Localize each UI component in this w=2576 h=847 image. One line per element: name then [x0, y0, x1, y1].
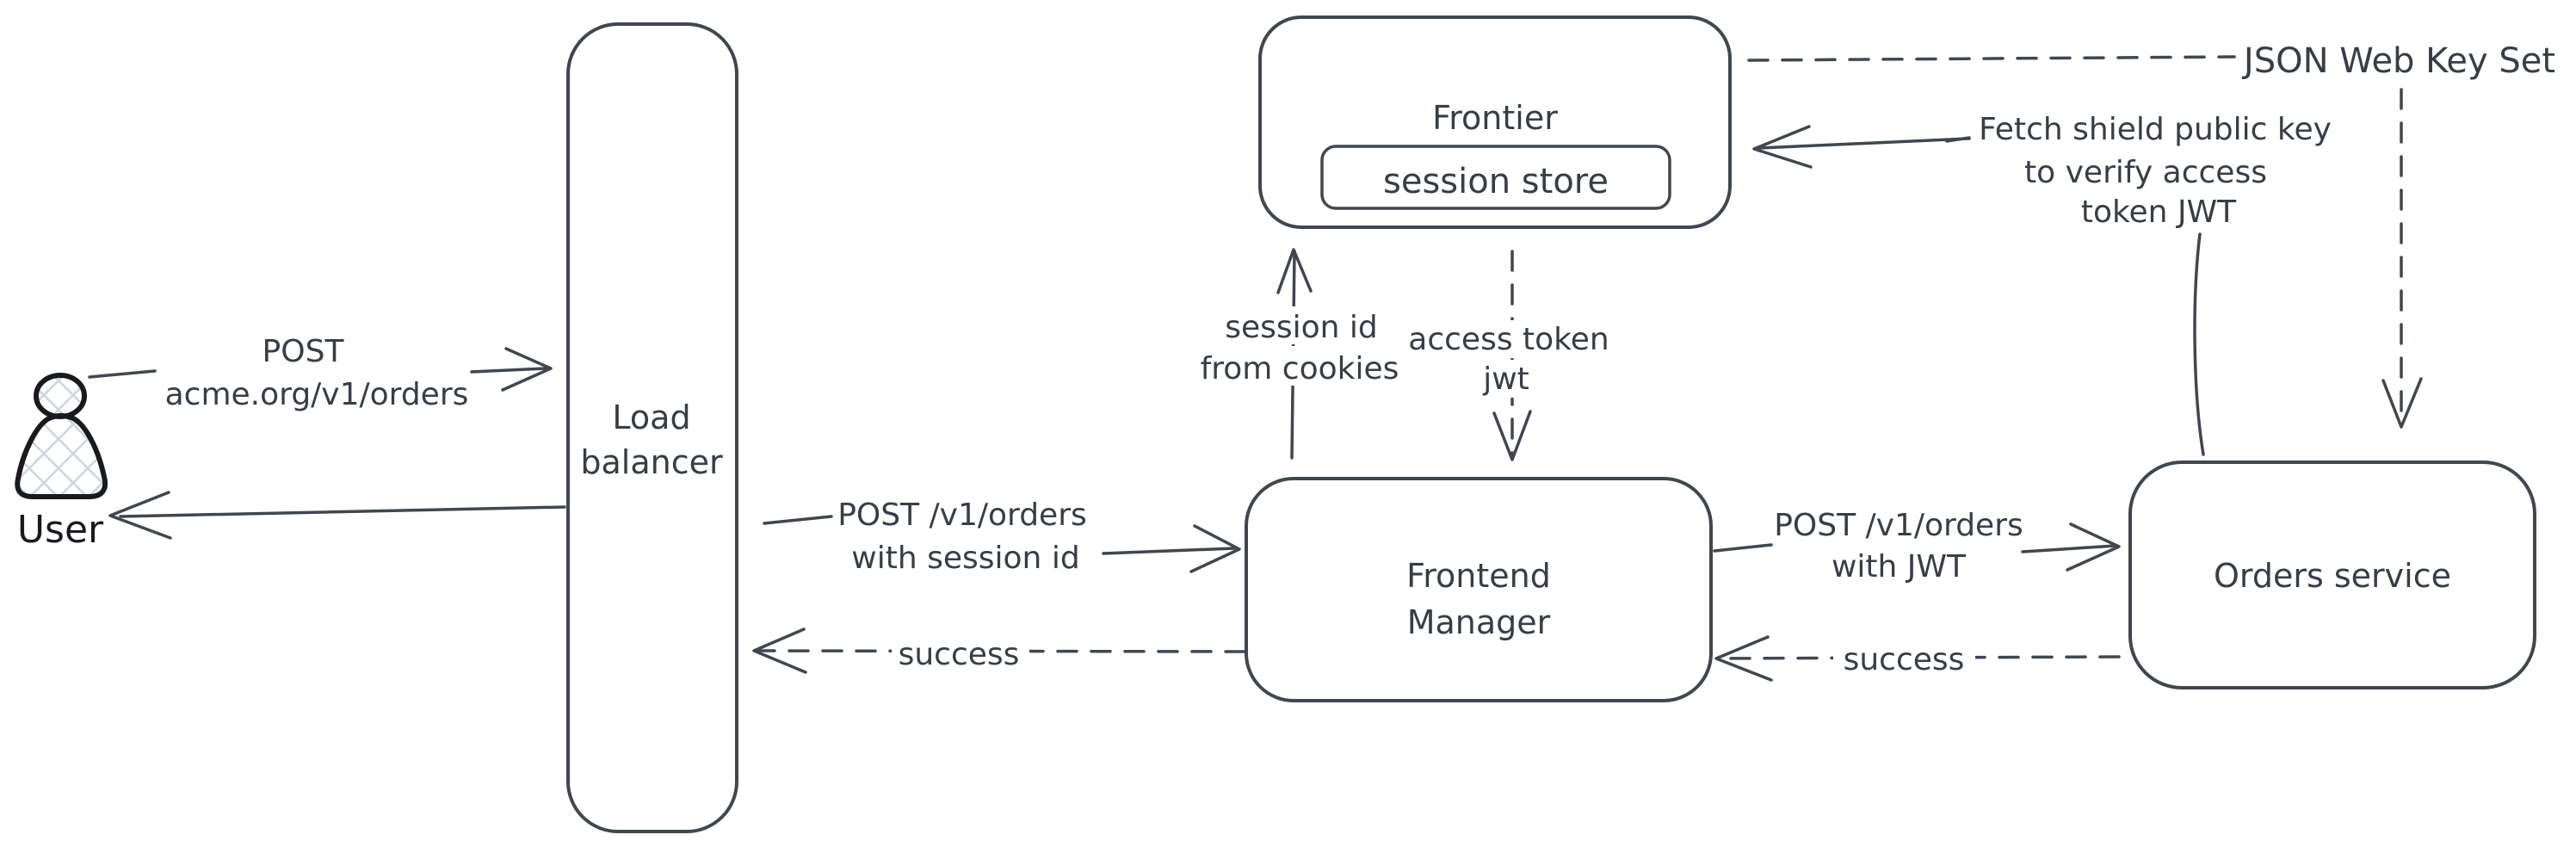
- post-orders-jwt-label-line1: POST /v1/orders: [1774, 508, 2023, 543]
- arrow-frontier-to-fm-arrowhead: [1492, 410, 1532, 461]
- arrow-fm-to-orders-arrowhead: [2066, 522, 2121, 572]
- arrow-user-to-load-balancer-tail: [88, 369, 157, 379]
- user-label: User: [17, 508, 104, 552]
- arrow-frontier-to-frontend-manager: access token jwt: [1408, 250, 1609, 461]
- frontend-manager-node: Frontend Manager: [1245, 477, 1713, 702]
- arrow-load-balancer-to-user-arrowhead: [108, 491, 172, 540]
- arrow-lb-to-fm-tail: [763, 515, 833, 525]
- user-icon: [15, 373, 108, 499]
- arrow-load-balancer-to-user: [108, 491, 566, 540]
- frontier-label: Frontier: [1432, 99, 1558, 137]
- arrow-jwks-to-orders-arrowhead: [2381, 377, 2423, 429]
- arrow-orders-to-frontier-line: [1757, 137, 1971, 150]
- frontier-box: [1258, 15, 1732, 229]
- post-acme-label-line1: POST: [263, 334, 345, 369]
- arrow-user-to-load-balancer: POST acme.org/v1/orders: [88, 334, 553, 412]
- session-store-box: [1320, 145, 1671, 210]
- arrow-orders-to-frontier-arrowhead: [1752, 125, 1813, 169]
- arrow-user-to-load-balancer-line: [470, 367, 547, 374]
- frontend-manager-box: [1245, 477, 1713, 702]
- fetch-key-label-line1: Fetch shield public key: [1979, 112, 2332, 147]
- success-left-label-bg: [892, 630, 1029, 673]
- orders-service-node: Orders service: [2128, 461, 2536, 689]
- arrow-frontend-manager-to-frontier: session id from cookies: [1193, 248, 1410, 460]
- success-left-label: success: [899, 637, 1020, 672]
- arrow-frontend-manager-to-orders-service: POST /v1/orders with JWT: [1713, 508, 2121, 584]
- load-balancer-label-line2: balancer: [580, 443, 723, 481]
- load-balancer-box: [566, 22, 738, 833]
- session-id-label-line1: session id: [1225, 310, 1378, 345]
- json-web-key-set-label: JSON Web Key Set: [2241, 41, 2555, 81]
- connector-frontier-to-jwks-line: [1747, 55, 2236, 62]
- fetch-key-label-line3: token JWT: [2081, 195, 2237, 230]
- arrow-fm-to-frontier-arrowhead: [1276, 248, 1313, 294]
- access-token-label-bg: [1410, 320, 1608, 358]
- session-store-label: session store: [1383, 162, 1609, 201]
- success-right-label-bg: [1833, 637, 1975, 678]
- post-orders-session-label-line1: POST /v1/orders: [837, 498, 1087, 533]
- user-icon-body: [15, 413, 108, 499]
- post-orders-session-label-line2: with session id: [851, 541, 1079, 576]
- from-cookies-label-bg: [1193, 346, 1410, 386]
- arrow-load-balancer-to-user-line: [119, 505, 566, 518]
- user-actor: User: [15, 373, 108, 552]
- arrow-fm-to-orders-line: [2021, 544, 2117, 553]
- arrow-frontend-manager-to-load-balancer: success: [752, 628, 1246, 674]
- arrow-load-balancer-to-frontend-manager: POST /v1/orders with session id: [763, 498, 1241, 576]
- connector-frontier-to-json-web-key-set: JSON Web Key Set: [1747, 41, 2555, 81]
- arrow-fm-to-orders-tail: [1713, 543, 1773, 553]
- load-balancer-node: Load balancer: [566, 22, 738, 833]
- user-icon-head: [34, 373, 87, 419]
- jwt-label-bg: [1473, 360, 1542, 398]
- access-token-label-line2: jwt: [1482, 362, 1529, 397]
- access-token-label-line1: access token: [1408, 322, 1609, 357]
- post-acme-label-line2: acme.org/v1/orders: [165, 377, 469, 412]
- orders-service-box: [2128, 461, 2536, 689]
- arrow-orders-service-to-frontier: Fetch shield public key to verify access…: [1752, 112, 2332, 456]
- arrow-user-to-load-balancer-arrowhead: [501, 347, 553, 392]
- post-orders-jwt-label-line2: with JWT: [1832, 549, 1967, 584]
- arrow-orders-to-frontier-curve: [2193, 232, 2205, 456]
- orders-service-label: Orders service: [2214, 557, 2451, 595]
- arrow-fm-to-lb-arrowhead: [752, 628, 807, 674]
- arrow-orders-service-to-frontend-manager: success: [1714, 635, 2121, 682]
- arrow-orders-to-fm-arrowhead: [1714, 635, 1773, 682]
- success-right-label: success: [1844, 642, 1965, 677]
- frontend-manager-label-line2: Manager: [1407, 603, 1551, 641]
- frontend-manager-label-line1: Frontend: [1406, 557, 1551, 595]
- session-id-label-line2: from cookies: [1201, 351, 1399, 386]
- load-balancer-label-line1: Load: [612, 399, 690, 436]
- frontier-node: Frontier session store: [1258, 15, 1732, 229]
- arrow-lb-to-fm-arrowhead: [1189, 524, 1241, 573]
- session-id-label-bg: [1203, 306, 1401, 344]
- arrow-json-web-key-set-to-orders-service: [2381, 88, 2423, 429]
- arrow-lb-to-fm-line: [1102, 547, 1236, 555]
- fetch-key-label-line2: to verify access: [2024, 155, 2267, 190]
